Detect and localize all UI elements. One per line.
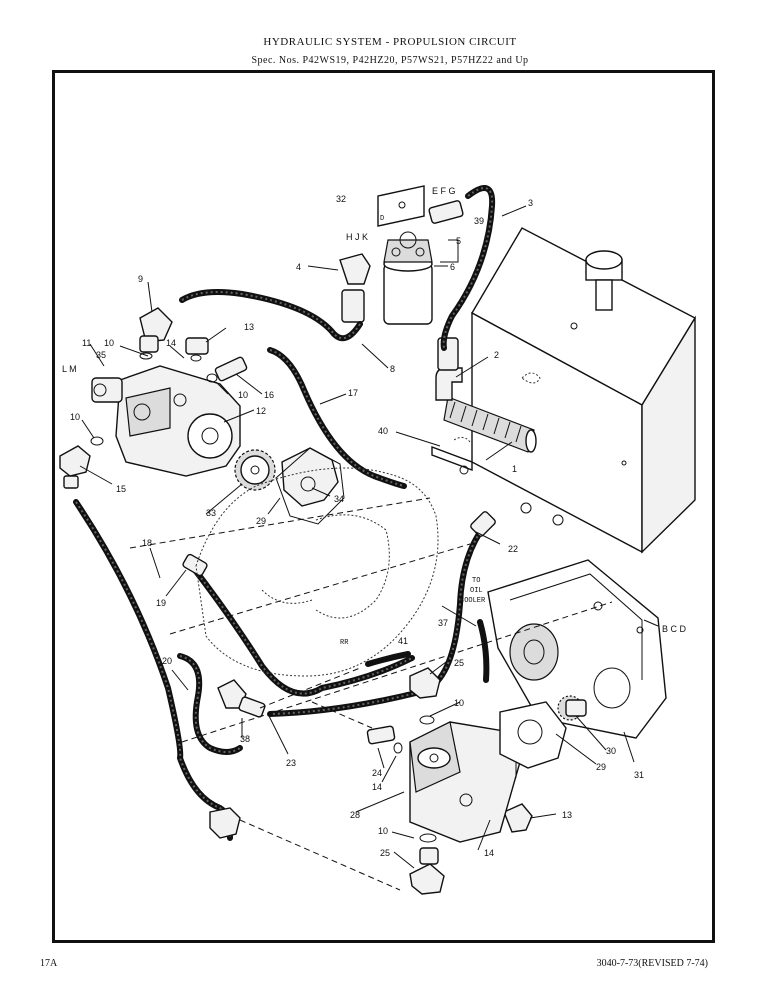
aux-pump (409, 721, 521, 843)
leader-lines (79, 205, 659, 869)
callout-13a: 13 (244, 322, 254, 332)
callout-10d: 10 (454, 698, 464, 708)
fitting-16 (214, 356, 248, 382)
callout-24: 24 (372, 768, 382, 778)
callout-15: 15 (116, 484, 126, 494)
hose-37 (477, 619, 490, 683)
callout-30: 30 (606, 746, 616, 756)
callout-numbers: 1 2 3 4 5 6 8 9 10 10 10 10 10 11 12 13 … (62, 186, 687, 858)
callout-18: 18 (142, 538, 152, 548)
hose-3 (440, 185, 496, 351)
callout-17: 17 (348, 388, 358, 398)
callout-40: 40 (378, 426, 388, 436)
fitting-24 (366, 725, 396, 745)
spec-numbers: Spec. Nos. P42WS19, P42HZ20, P57WS21, P5… (251, 55, 529, 66)
fitting-9 (139, 307, 173, 353)
fitting-38 (217, 679, 266, 718)
callout-13b: 13 (562, 810, 572, 820)
callout-37: 37 (438, 618, 448, 628)
callout-12: 12 (256, 406, 266, 416)
fitting-19 (182, 553, 208, 577)
spec-code-hjk: H J K (346, 232, 368, 242)
fitting-15 (59, 445, 91, 489)
fitting-13-upper (185, 337, 209, 355)
page-number: 17A (40, 958, 58, 969)
callout-14c: 14 (484, 848, 494, 858)
callout-8: 8 (390, 364, 395, 374)
callout-25a: 25 (454, 658, 464, 668)
hydraulic-tank (431, 227, 696, 554)
adapter-plate-34 (281, 447, 339, 507)
callout-28: 28 (350, 810, 360, 820)
callout-16: 16 (264, 390, 274, 400)
callout-14b: 14 (372, 782, 382, 792)
gasket-29-upper (275, 447, 345, 525)
callout-14a: 14 (166, 338, 176, 348)
hose-23 (189, 563, 415, 697)
callout-4: 4 (296, 262, 301, 272)
callout-23: 23 (286, 758, 296, 768)
callout-10b: 10 (238, 390, 248, 400)
callout-29a: 29 (256, 516, 266, 526)
callout-38: 38 (240, 734, 250, 744)
document-number: 3040-7-73(REVISED 7-74) (596, 958, 708, 969)
callout-39: 39 (474, 216, 484, 226)
callout-11: 11 (82, 338, 91, 348)
oil-cooler-label-1: TO (472, 577, 480, 585)
callout-20: 20 (162, 656, 172, 666)
callout-34: 34 (334, 494, 344, 504)
fitting-22 (470, 511, 496, 537)
main-pump (91, 365, 241, 477)
tank-elbow-fitting (435, 337, 463, 401)
callout-22: 22 (508, 544, 518, 554)
callout-32: 32 (336, 194, 346, 204)
spec-code-lm: L M (62, 364, 77, 374)
callout-31: 31 (634, 770, 644, 780)
fitting-25-lower (409, 847, 445, 895)
fitting-25-upper (409, 667, 441, 699)
callout-10c: 10 (70, 412, 80, 422)
drive-gear (234, 449, 276, 491)
oil-cooler-label-2: OIL (470, 587, 483, 595)
tag-mark: RR (340, 639, 349, 647)
callout-5: 5 (456, 236, 461, 246)
callout-3: 3 (528, 198, 533, 208)
gear-30 (557, 695, 587, 721)
callout-9: 9 (138, 274, 143, 284)
hose-8 (179, 289, 363, 342)
callout-35: 35 (96, 350, 106, 360)
spec-code-efg: E F G (432, 186, 456, 196)
dashed-lines (129, 497, 613, 891)
fitting-39 (428, 200, 464, 224)
suction-strainer (443, 396, 537, 453)
bracket-plate-mark: D (380, 215, 384, 223)
fitting-13-lower (503, 803, 533, 833)
callout-6: 6 (450, 262, 455, 272)
oil-cooler-label-3: COOLER (460, 597, 486, 605)
transmission-housing (487, 559, 667, 739)
spec-code-bcd: B C D (662, 624, 687, 634)
callout-33: 33 (206, 508, 216, 518)
engine-outline (195, 467, 439, 677)
bottom-elbow (209, 807, 241, 839)
callout-2: 2 (494, 350, 499, 360)
page-title: HYDRAULIC SYSTEM - PROPULSION CIRCUIT (263, 36, 517, 48)
return-filter (383, 231, 433, 325)
mounting-bracket (377, 185, 425, 227)
gasket-29-lower (499, 701, 567, 769)
callout-19: 19 (156, 598, 166, 608)
callout-25b: 25 (380, 848, 390, 858)
hose-22 (267, 521, 489, 717)
callout-10a: 10 (104, 338, 114, 348)
hose-17 (267, 347, 407, 489)
diagram-frame (52, 70, 715, 943)
callout-29b: 29 (596, 762, 606, 772)
callout-1: 1 (512, 464, 517, 474)
callout-41: 41 (398, 636, 408, 646)
callout-10e: 10 (378, 826, 388, 836)
hose-18 (73, 499, 233, 841)
hose-20 (177, 653, 243, 755)
filter-fitting-4 (339, 253, 371, 323)
